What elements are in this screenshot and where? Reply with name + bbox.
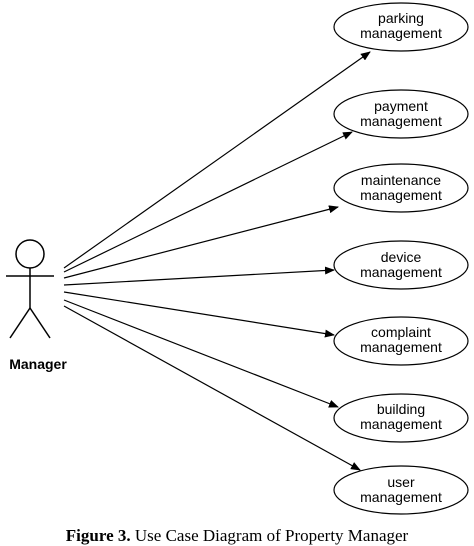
use-case-ellipse bbox=[333, 163, 469, 213]
figure-caption-text: Use Case Diagram of Property Manager bbox=[134, 526, 409, 545]
use-case-ellipse bbox=[333, 465, 469, 515]
use-case-label-line2: management bbox=[360, 489, 442, 505]
use-case-building-management: building management bbox=[333, 393, 469, 443]
associations bbox=[63, 51, 371, 471]
use-case-label-line2: management bbox=[360, 264, 442, 280]
actor-left-leg bbox=[9, 307, 31, 339]
association-arrow-parking bbox=[63, 51, 371, 269]
association-arrow-payment bbox=[63, 131, 353, 273]
use-case-parking-management: parking management bbox=[333, 2, 469, 52]
use-case-label-line2: management bbox=[360, 25, 442, 41]
association-arrow-building bbox=[63, 299, 339, 408]
figure-caption: Figure 3. Use Case Diagram of Property M… bbox=[0, 526, 474, 546]
use-case-ellipse bbox=[333, 89, 469, 139]
actor-head bbox=[15, 239, 45, 269]
association-arrow-complaint bbox=[63, 291, 335, 338]
use-case-ellipse bbox=[333, 316, 469, 366]
use-case-device-management: device management bbox=[333, 240, 469, 290]
use-case-label-line2: management bbox=[360, 416, 442, 432]
use-case-label-line2: management bbox=[360, 187, 442, 203]
use-case-ellipse bbox=[333, 2, 469, 52]
use-case-label-line1: building bbox=[377, 401, 425, 417]
use-case-label-line1: device bbox=[381, 249, 422, 265]
use-case-label-line2: management bbox=[360, 339, 442, 355]
use-case-user-management: user management bbox=[333, 465, 469, 515]
actor-right-leg bbox=[29, 307, 51, 339]
use-case-ellipse bbox=[333, 240, 469, 290]
actor-label: Manager bbox=[9, 356, 67, 372]
use-case-ellipse bbox=[333, 393, 469, 443]
use-case-payment-management: payment management bbox=[333, 89, 469, 139]
association-arrow-maintenance bbox=[63, 205, 339, 279]
figure-number: Figure 3. bbox=[65, 526, 131, 545]
use-case-label-line1: complaint bbox=[371, 324, 431, 340]
use-case-label-line2: management bbox=[360, 113, 442, 129]
use-case-label-line1: parking bbox=[378, 10, 424, 26]
use-case-label-line1: user bbox=[387, 474, 415, 490]
association-arrow-user bbox=[63, 305, 361, 471]
association-arrow-device bbox=[63, 266, 335, 286]
use-case-maintenance-management: maintenance management bbox=[333, 163, 469, 213]
use-case-label-line1: maintenance bbox=[361, 172, 441, 188]
use-case-complaint-management: complaint management bbox=[333, 316, 469, 366]
use-case-label-line1: payment bbox=[374, 98, 428, 114]
actor-manager: Manager bbox=[6, 239, 67, 372]
